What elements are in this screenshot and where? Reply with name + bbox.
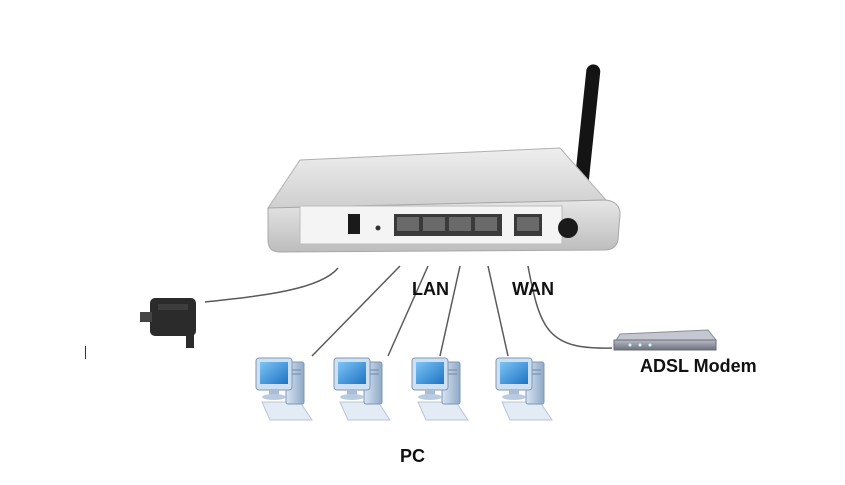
lan-ports [394,214,502,236]
router-icon [268,148,620,252]
adsl-modem-label: ADSL Modem [640,356,757,377]
pc-icon [334,358,390,420]
pc-icon [412,358,468,420]
stray-mark [85,346,86,359]
power-adapter-icon [140,298,196,348]
lan-cable-4 [488,266,508,356]
wan-port [514,214,542,236]
lan-cable-1 [312,266,400,356]
pc-icon [256,358,312,420]
pc-icon [496,358,552,420]
lan-label: LAN [412,279,449,300]
adsl-modem-icon [614,330,716,350]
wan-label: WAN [512,279,554,300]
power-cable [205,268,338,302]
pc-label: PC [400,446,425,467]
